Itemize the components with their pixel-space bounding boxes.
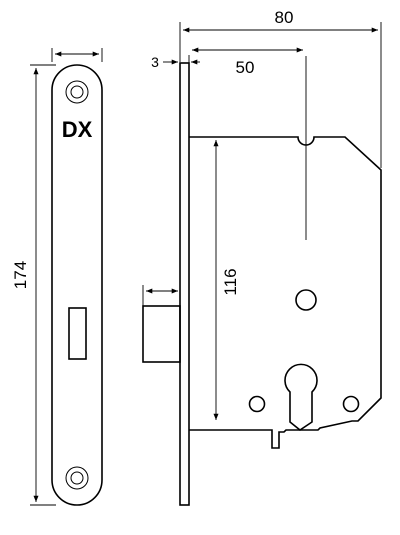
euro-cylinder-cutout bbox=[284, 363, 318, 431]
total-depth-dimension: 80 bbox=[179, 8, 382, 168]
backset-label: 50 bbox=[236, 58, 255, 77]
follower-hole bbox=[295, 289, 317, 311]
faceplate-width-dimension bbox=[51, 48, 103, 62]
plate-thickness-dimension: 3 bbox=[151, 54, 200, 70]
latch-projection-dimension bbox=[142, 285, 178, 306]
faceplate-brand-label: DX bbox=[62, 117, 93, 142]
latch-bolt bbox=[142, 305, 181, 363]
plate-thickness-label: 3 bbox=[151, 54, 159, 70]
faceplate-bottom-screw-hole bbox=[65, 466, 89, 490]
case-screw-hole-left bbox=[248, 395, 266, 413]
center-distance-label: 116 bbox=[221, 268, 240, 295]
faceplate-front-view: DX 174 bbox=[11, 48, 103, 506]
lock-case-outline bbox=[189, 136, 382, 449]
case-screw-hole-right bbox=[342, 395, 360, 413]
faceplate-height-label: 174 bbox=[11, 261, 30, 289]
faceplate-latch-opening bbox=[68, 307, 87, 360]
forend-plate bbox=[179, 62, 190, 506]
faceplate-outline bbox=[51, 64, 103, 506]
lock-body-side-view: 80 50 3 116 bbox=[142, 8, 382, 506]
backset-dimension: 50 bbox=[192, 47, 303, 77]
faceplate-top-screw-hole bbox=[65, 80, 89, 104]
total-depth-label: 80 bbox=[275, 8, 294, 27]
faceplate-height-dimension: 174 bbox=[11, 64, 56, 506]
center-distance-dimension: 116 bbox=[213, 140, 240, 420]
